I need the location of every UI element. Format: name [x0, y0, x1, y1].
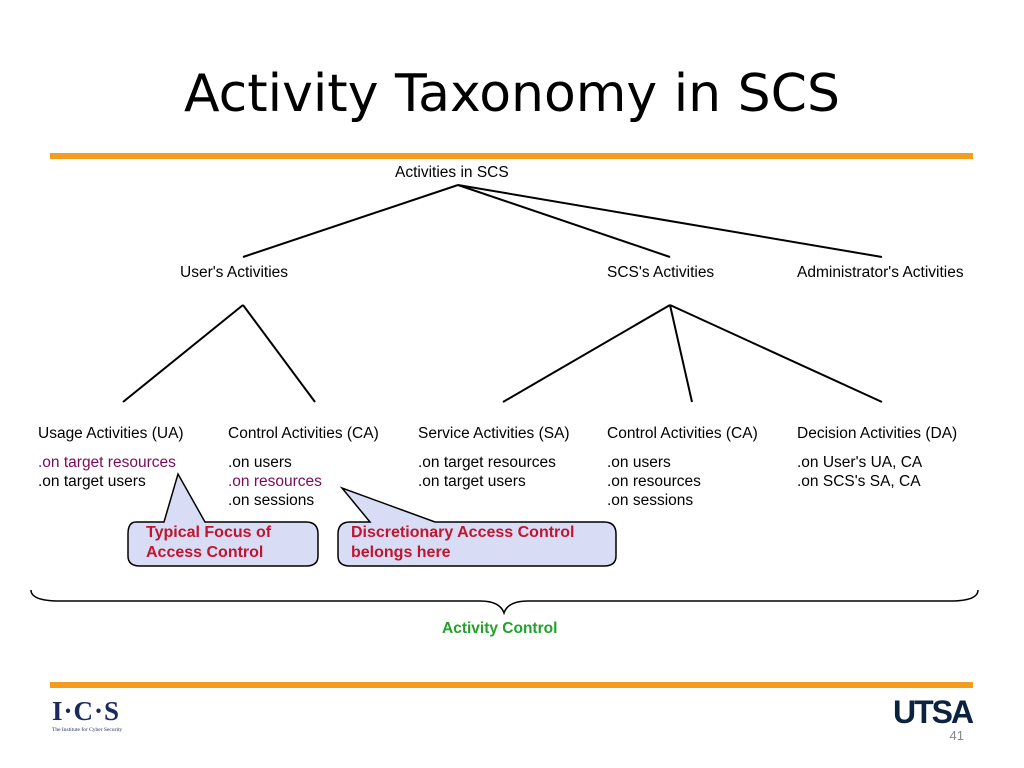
callout-dac: Discretionary Access Control belongs her…	[351, 523, 574, 563]
activity-control-brace	[30, 589, 979, 616]
edge-root-users	[242, 184, 459, 258]
leaf-item: .on User's UA, CA	[797, 454, 923, 471]
callout-dac-line1: Discretionary Access Control	[351, 524, 575, 541]
callout-focus-line2: Access Control	[146, 544, 264, 561]
slide-title: Activity Taxonomy in SCS	[184, 64, 840, 124]
edge-scs-ca	[669, 304, 693, 403]
leaf-item: .on SCS's SA, CA	[797, 473, 921, 490]
leaf-item: .on users	[228, 454, 292, 471]
node-root: Activities in SCS	[395, 164, 509, 181]
node-scs-activities: SCS's Activities	[607, 264, 715, 281]
leaf-control-activities-scs: Control Activities (CA) .on users .on re…	[607, 424, 758, 510]
callout-focus-line1: Typical Focus of	[146, 524, 272, 541]
edge-scs-da	[669, 304, 883, 403]
ics-logo: I·C·S	[52, 696, 121, 726]
edge-users-ua	[122, 304, 244, 403]
edge-scs-sa	[502, 304, 671, 403]
leaf-item: .on sessions	[228, 492, 315, 509]
activity-control-label: Activity Control	[442, 620, 558, 637]
leaf-decision-activities: Decision Activities (DA) .on User's UA, …	[797, 424, 957, 491]
edge-root-scs	[457, 184, 671, 258]
leaf-label: Usage Activities (UA)	[38, 425, 184, 442]
leaf-usage-activities: Usage Activities (UA) .on target resourc…	[38, 424, 184, 491]
edge-root-admin	[457, 184, 883, 258]
leaf-label: Control Activities (CA)	[607, 425, 758, 442]
top-divider	[50, 153, 973, 159]
leaf-label: Control Activities (CA)	[228, 425, 379, 442]
leaf-label: Decision Activities (DA)	[797, 425, 958, 442]
leaf-item: .on target resources	[38, 454, 176, 471]
leaf-service-activities: Service Activities (SA) .on target resou…	[418, 424, 570, 491]
leaf-item: .on target resources	[418, 454, 556, 471]
leaf-item: .on resources	[228, 473, 322, 490]
utsa-logo: UTSA	[893, 694, 974, 730]
leaf-item: .on users	[607, 454, 671, 471]
callout-dac-shape	[337, 486, 617, 567]
node-admin-activities: Administrator's Activities	[797, 264, 964, 281]
edge-users-ca	[242, 304, 316, 403]
leaf-label: Service Activities (SA)	[418, 425, 570, 442]
leaf-item: .on sessions	[607, 492, 694, 509]
bottom-divider	[50, 682, 973, 688]
node-users-activities: User's Activities	[180, 264, 289, 281]
page-number: 41	[949, 728, 964, 743]
ics-logo-tagline: The Institute for Cyber Security	[52, 727, 123, 733]
callout-focus-shape	[127, 472, 319, 567]
leaf-item: .on target users	[418, 473, 526, 490]
leaf-item: .on target users	[38, 473, 146, 490]
leaf-control-activities-user: Control Activities (CA) .on users .on re…	[228, 424, 379, 510]
callout-focus: Typical Focus of Access Control	[146, 523, 271, 563]
callout-dac-line2: belongs here	[351, 544, 451, 561]
leaf-item: .on resources	[607, 473, 701, 490]
